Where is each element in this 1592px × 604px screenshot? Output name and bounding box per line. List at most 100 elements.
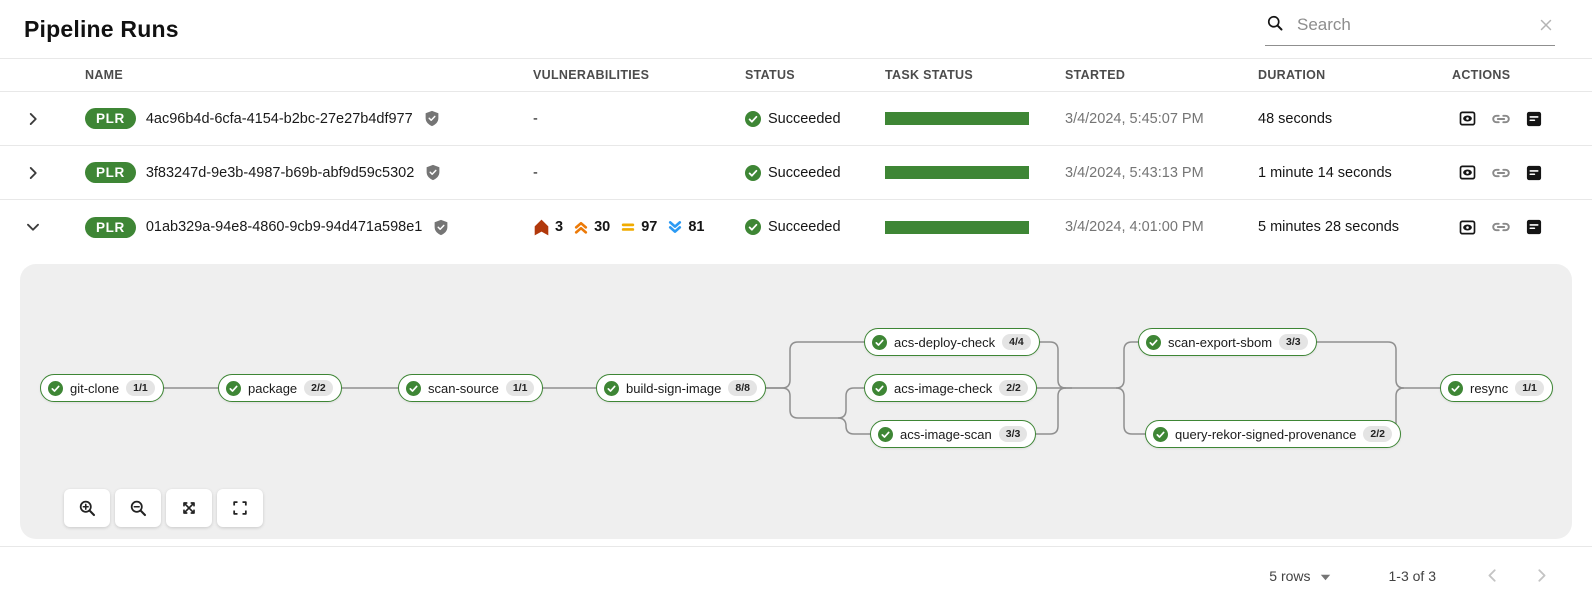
task-status-bar [885,220,1029,234]
task-node-label: git-clone [70,380,120,396]
vulnerabilities-cell: 3 30 97 81 [533,219,745,236]
duration-cell: 5 minutes 28 seconds [1258,219,1400,235]
severity-low: 81 [667,219,705,235]
task-status-bar [885,166,1029,179]
check-circle-icon [745,219,761,235]
vulnerabilities-cell: - [533,165,745,181]
logs-button[interactable] [1524,217,1544,237]
task-status-bar [885,112,1029,125]
vulnerabilities-empty: - [533,164,538,181]
link-button[interactable] [1490,162,1512,184]
run-name-link[interactable]: 01ab329a-94e8-4860-9cb9-94d471a598e1 [145,219,423,235]
task-node-step-count: 4/4 [1002,334,1031,350]
table-row: PLR 3f83247d-9e3b-4987-b69b-abf9d59c5302 -… [0,146,1592,200]
column-header-task-status: TASK STATUS [885,68,974,82]
view-output-icon [1457,162,1478,183]
previous-page-button[interactable] [1482,565,1503,586]
fullscreen-button[interactable] [217,489,263,527]
table-row: PLR 01ab329a-94e8-4860-9cb9-94d471a598e1 3… [0,200,1592,254]
view-output-button[interactable] [1457,108,1478,129]
task-node-step-count: 8/8 [728,380,757,396]
task-node-scan-source[interactable]: scan-source 1/1 [398,374,544,402]
pipeline-run-kind-badge: PLR [85,108,136,129]
task-node-label: package [248,380,298,396]
zoom-in-button[interactable] [64,489,110,527]
clear-search-icon[interactable] [1537,16,1555,34]
zoom-out-button[interactable] [115,489,161,527]
status-label: Succeeded [768,219,841,235]
task-node-acs-deploy-check[interactable]: acs-deploy-check 4/4 [864,328,1040,356]
chevron-down-icon [22,216,44,238]
logs-icon [1524,163,1544,183]
column-header-started: STARTED [1065,68,1126,82]
task-node-resync[interactable]: resync 1/1 [1440,374,1553,402]
view-output-button[interactable] [1457,162,1478,183]
view-output-icon [1457,108,1478,129]
page-header: Pipeline Runs [0,0,1592,58]
task-node-step-count: 1/1 [1515,380,1544,396]
status-cell: Succeeded [745,110,885,127]
search-field [1265,13,1555,46]
started-cell: 3/4/2024, 5:45:07 PM [1065,110,1204,127]
task-node-step-count: 2/2 [304,380,333,396]
severity-critical: 3 [533,219,563,236]
run-name-link[interactable]: 4ac96b4d-6cfa-4154-b2bc-27e27b4df977 [145,110,413,127]
node-check-circle-icon [226,380,241,396]
graph-controls [64,489,263,527]
link-icon [1490,216,1512,238]
view-output-button[interactable] [1457,217,1478,238]
column-header-vulnerabilities: VULNERABILITIES [533,68,650,82]
column-header-name: NAME [85,68,124,82]
status-label: Succeeded [768,164,841,181]
task-node-step-count: 1/1 [505,380,535,396]
pipeline-run-kind-badge: PLR [85,216,136,238]
link-button[interactable] [1490,216,1512,238]
logs-button[interactable] [1524,163,1544,183]
task-node-label: resync [1470,380,1509,396]
zoom-out-icon [128,498,149,519]
search-icon [1265,13,1285,38]
logs-button[interactable] [1524,109,1544,129]
table-body: PLR 4ac96b4d-6cfa-4154-b2bc-27e27b4df977 -… [0,92,1592,254]
task-node-package[interactable]: package 2/2 [218,374,342,402]
expand-toggle[interactable] [16,108,85,130]
vulnerabilities-cell: - [533,111,745,127]
task-node-label: scan-source [428,380,499,396]
signed-shield-icon [424,163,442,182]
expand-toggle[interactable] [16,162,85,184]
next-page-button[interactable] [1531,565,1552,586]
caret-down-icon [1320,568,1331,584]
node-check-circle-icon [1448,380,1463,396]
severity-important-count: 30 [594,219,611,235]
column-header-status: STATUS [745,68,795,82]
expand-toggle[interactable] [16,216,85,238]
rows-per-page-select[interactable]: 5 rows [1269,568,1330,584]
status-cell: Succeeded [745,164,885,181]
node-check-circle-icon [872,334,887,350]
vulnerabilities-empty: - [533,110,538,127]
severity-moderate-count: 97 [641,219,658,235]
run-name-cell: PLR 4ac96b4d-6cfa-4154-b2bc-27e27b4df977 [85,108,533,129]
link-button[interactable] [1490,108,1512,130]
pipeline-run-kind-badge: PLR [85,162,136,183]
fit-to-screen-button[interactable] [166,489,212,527]
run-name-link[interactable]: 3f83247d-9e3b-4987-b69b-abf9d59c5302 [145,164,415,181]
fullscreen-icon [230,498,250,518]
search-input[interactable] [1295,14,1527,36]
page-title: Pipeline Runs [24,15,179,42]
severity-moderate-icon [620,219,636,235]
actions-cell [1452,216,1592,238]
link-icon [1490,162,1512,184]
severity-important: 30 [573,219,610,235]
logs-icon [1524,217,1544,237]
view-output-icon [1457,217,1478,238]
duration-cell: 1 minute 14 seconds [1258,164,1392,181]
task-node-label: acs-deploy-check [894,334,996,350]
